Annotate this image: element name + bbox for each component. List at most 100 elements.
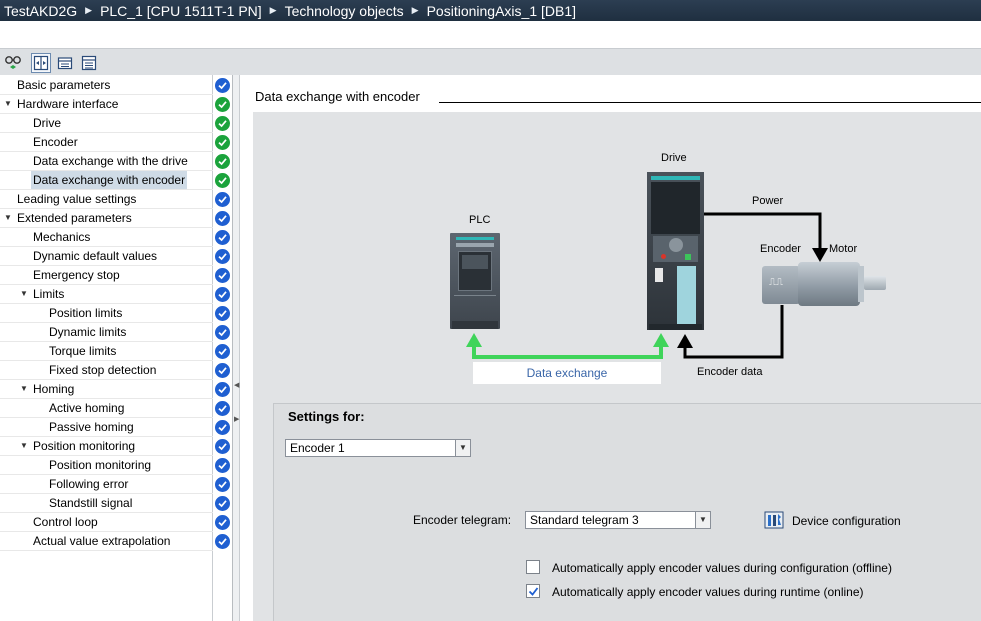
nav-item-label: Encoder [33, 135, 78, 149]
expand-right-icon[interactable]: ▶ [234, 416, 240, 423]
breadcrumb-item-plc[interactable]: PLC_1 [CPU 1511T-1 PN] [100, 2, 262, 19]
expand-arrow-icon[interactable]: ▼ [20, 441, 28, 450]
expand-arrow-icon[interactable]: ▼ [20, 384, 28, 393]
motor-with-encoder-icon: ⎍⎍ [762, 262, 886, 306]
nav-item[interactable]: ▼ Limits [0, 285, 213, 304]
device-configuration-icon[interactable] [764, 510, 784, 530]
nav-item-label: Data exchange with the drive [33, 154, 188, 168]
nav-item-label: Hardware interface [17, 97, 119, 111]
data-exchange-arrow-drive [653, 333, 669, 347]
nav-item[interactable]: Position limits [0, 304, 213, 323]
nav-item[interactable]: ▼ Hardware interface [0, 95, 213, 114]
check-circle-icon [215, 192, 230, 207]
check-circle-icon [215, 477, 230, 492]
encoder-data-line [683, 305, 784, 359]
breadcrumb: TestAKD2G ▶ PLC_1 [CPU 1511T-1 PN] ▶ Tec… [0, 0, 981, 21]
chevron-down-icon[interactable]: ▼ [455, 440, 470, 456]
nav-item[interactable]: ▼Position monitoring [0, 437, 213, 456]
nav-item-label: Active homing [49, 401, 125, 415]
nav-item[interactable]: Following error [0, 475, 213, 494]
breadcrumb-separator-icon: ▶ [269, 5, 277, 15]
nav-item-label: Control loop [33, 515, 98, 529]
nav-item[interactable]: Control loop [0, 513, 213, 532]
settings-title: Settings for: [288, 409, 365, 424]
nav-item-label: Actual value extrapolation [33, 534, 171, 548]
check-circle-icon [215, 382, 230, 397]
data-exchange-line [472, 347, 663, 359]
breadcrumb-item-axis[interactable]: PositioningAxis_1 [DB1] [426, 2, 577, 19]
nav-item-label: Limits [33, 287, 65, 301]
nav-item[interactable]: Active homing [0, 399, 213, 418]
section-title: Data exchange with encoder [255, 89, 420, 104]
check-circle-icon [215, 534, 230, 549]
breadcrumb-item-project[interactable]: TestAKD2G [4, 2, 78, 19]
check-circle-icon [215, 78, 230, 93]
nav-item[interactable]: Data exchange with the drive [0, 152, 213, 171]
nav-item[interactable]: Position monitoring [0, 456, 213, 475]
check-circle-icon [215, 173, 230, 188]
check-circle-icon [215, 515, 230, 530]
expand-arrow-icon[interactable]: ▼ [4, 99, 12, 108]
encoder-data-label: Encoder data [697, 366, 763, 378]
encoder-telegram-select[interactable]: Standard telegram 3 ▼ [525, 511, 711, 529]
nav-item[interactable]: Emergency stop [0, 266, 213, 285]
editor-toolbar [0, 48, 981, 75]
breadcrumb-separator-icon: ▶ [411, 5, 419, 15]
nav-item-label: Fixed stop detection [49, 363, 157, 377]
panel-splitter[interactable]: ◀ ▶ [233, 75, 240, 621]
nav-item[interactable]: Dynamic limits [0, 323, 213, 342]
nav-item[interactable]: ▼Homing [0, 380, 213, 399]
device-configuration-link[interactable]: Device configuration [792, 514, 901, 528]
expand-arrow-icon[interactable]: ▼ [20, 289, 28, 298]
check-circle-icon [215, 344, 230, 359]
encoder-select[interactable]: Encoder 1 ▼ [285, 439, 471, 457]
chevron-down-icon[interactable]: ▼ [695, 512, 710, 528]
check-circle-icon [215, 306, 230, 321]
nav-item-label: Following error [49, 477, 129, 491]
nav-item-label: Dynamic limits [49, 325, 127, 339]
nav-item[interactable]: Torque limits [0, 342, 213, 361]
nav-item-label: Emergency stop [33, 268, 120, 282]
power-label: Power [752, 195, 784, 207]
nav-item[interactable]: Drive [0, 114, 213, 133]
checkbox-apply-offline[interactable] [526, 560, 540, 574]
check-circle-icon [215, 439, 230, 454]
nav-item-label: Position limits [49, 306, 123, 320]
power-arrow-icon [812, 248, 828, 262]
nav-item[interactable]: Actual value extrapolation [0, 532, 213, 551]
status-column [213, 75, 233, 621]
nav-item[interactable]: Dynamic default values [0, 247, 213, 266]
encoder-data-arrow-icon [677, 334, 693, 348]
split-view-icon[interactable] [31, 53, 51, 73]
nav-item[interactable]: Basic parameters [0, 76, 213, 95]
nav-item[interactable]: Data exchange with encoder [0, 171, 213, 190]
collapse-left-icon[interactable]: ◀ [234, 382, 240, 389]
drive-label: Drive [661, 152, 687, 164]
nav-item-label: Torque limits [49, 344, 117, 358]
folder-open-icon[interactable] [55, 53, 75, 73]
checkbox-apply-online[interactable] [526, 584, 540, 598]
expand-arrow-icon[interactable]: ▼ [4, 213, 12, 222]
check-circle-icon [215, 287, 230, 302]
nav-item-label: Passive homing [49, 420, 134, 434]
nav-item[interactable]: Encoder [0, 133, 213, 152]
check-circle-icon [215, 211, 230, 226]
breadcrumb-item-technology-objects[interactable]: Technology objects [284, 2, 404, 19]
nav-item[interactable]: Standstill signal [0, 494, 213, 513]
nav-item[interactable]: Fixed stop detection [0, 361, 213, 380]
glasses-icon[interactable] [3, 53, 23, 73]
motor-label: Motor [829, 243, 858, 255]
data-exchange-label: Data exchange [473, 362, 661, 384]
section-divider [439, 102, 981, 103]
list-view-icon[interactable] [79, 53, 99, 73]
nav-item[interactable]: Mechanics [0, 228, 213, 247]
nav-item[interactable]: Leading value settings [0, 190, 213, 209]
checkbox-apply-offline-label: Automatically apply encoder values durin… [552, 561, 892, 575]
nav-item-label: Dynamic default values [33, 249, 158, 263]
nav-item[interactable]: ▼Extended parameters [0, 209, 213, 228]
check-circle-icon [215, 116, 230, 131]
nav-item[interactable]: Passive homing [0, 418, 213, 437]
encoder-select-value: Encoder 1 [290, 441, 345, 455]
breadcrumb-separator-icon: ▶ [85, 5, 93, 15]
